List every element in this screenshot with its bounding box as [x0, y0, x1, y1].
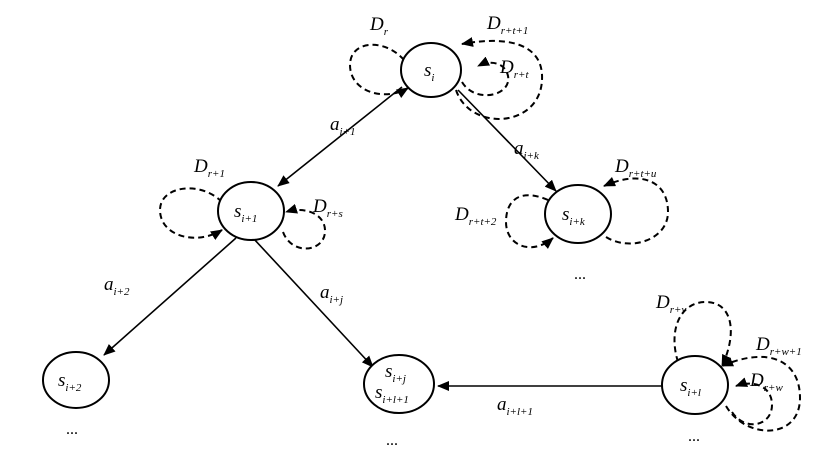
- loop-label-d-rt: Dr+t: [499, 57, 529, 81]
- loop-label-d-rv: Dr+v: [655, 292, 686, 316]
- loop-d-r1: [158, 187, 223, 241]
- edge-si-to-si1: [277, 86, 403, 187]
- loop-label-d-rtu: Dr+t+u: [614, 156, 657, 180]
- edge-si1-to-sij: [252, 237, 374, 368]
- edge-label-a-i1: ai+1: [330, 114, 355, 138]
- loop-label-d-rt2: Dr+t+2: [454, 204, 497, 228]
- loop-d-rt: [461, 56, 510, 97]
- loop-label-d-rw: Dr+w: [749, 370, 783, 394]
- loop-d-rtu: [603, 176, 670, 245]
- node-label-sil: si+l: [680, 375, 701, 399]
- node-label-si: si: [424, 60, 434, 84]
- node-sij: [363, 354, 435, 414]
- edge-si-to-sik: [457, 89, 557, 192]
- ellipsis-sij: ...: [386, 432, 398, 449]
- node-si: [400, 42, 462, 98]
- node-si1: [217, 181, 285, 241]
- node-sil: [661, 355, 729, 415]
- edge-si1-to-si2: [103, 237, 237, 356]
- loop-label-d-rs: Dr+s: [312, 196, 343, 220]
- ellipsis-si2: ...: [66, 421, 78, 438]
- node-si2: [42, 351, 110, 409]
- edge-label-a-il1: ai+l+1: [497, 394, 533, 418]
- loop-label-d-rw1: Dr+w+1: [755, 334, 802, 358]
- node-label-si2: si+2: [58, 370, 82, 394]
- ellipsis-sik: ...: [574, 266, 586, 283]
- loop-label-d-rt1: Dr+t+1: [486, 13, 528, 37]
- node-label-si1: si+1: [234, 201, 257, 225]
- loop-d-rt2: [504, 194, 554, 249]
- node-label-sik: si+k: [562, 204, 586, 228]
- loop-d-rw1: [721, 355, 802, 432]
- loop-d-rs: [282, 203, 327, 250]
- loop-d-rt1: [455, 37, 544, 120]
- loop-d-rw: [731, 377, 774, 426]
- edge-label-a-ik: ai+k: [514, 138, 540, 162]
- edge-label-a-ij: ai+j: [320, 282, 343, 306]
- node-label-sij: si+j: [385, 361, 406, 385]
- loop-d-r: [348, 43, 409, 98]
- ellipsis-sil: ...: [688, 428, 700, 445]
- loop-label-d-r1: Dr+1: [193, 156, 225, 180]
- node-sik: [544, 184, 612, 244]
- node-label-sil1: si+l+1: [375, 382, 409, 406]
- edge-label-a-i2: ai+2: [104, 274, 130, 298]
- loop-label-d-r: Dr: [369, 14, 389, 38]
